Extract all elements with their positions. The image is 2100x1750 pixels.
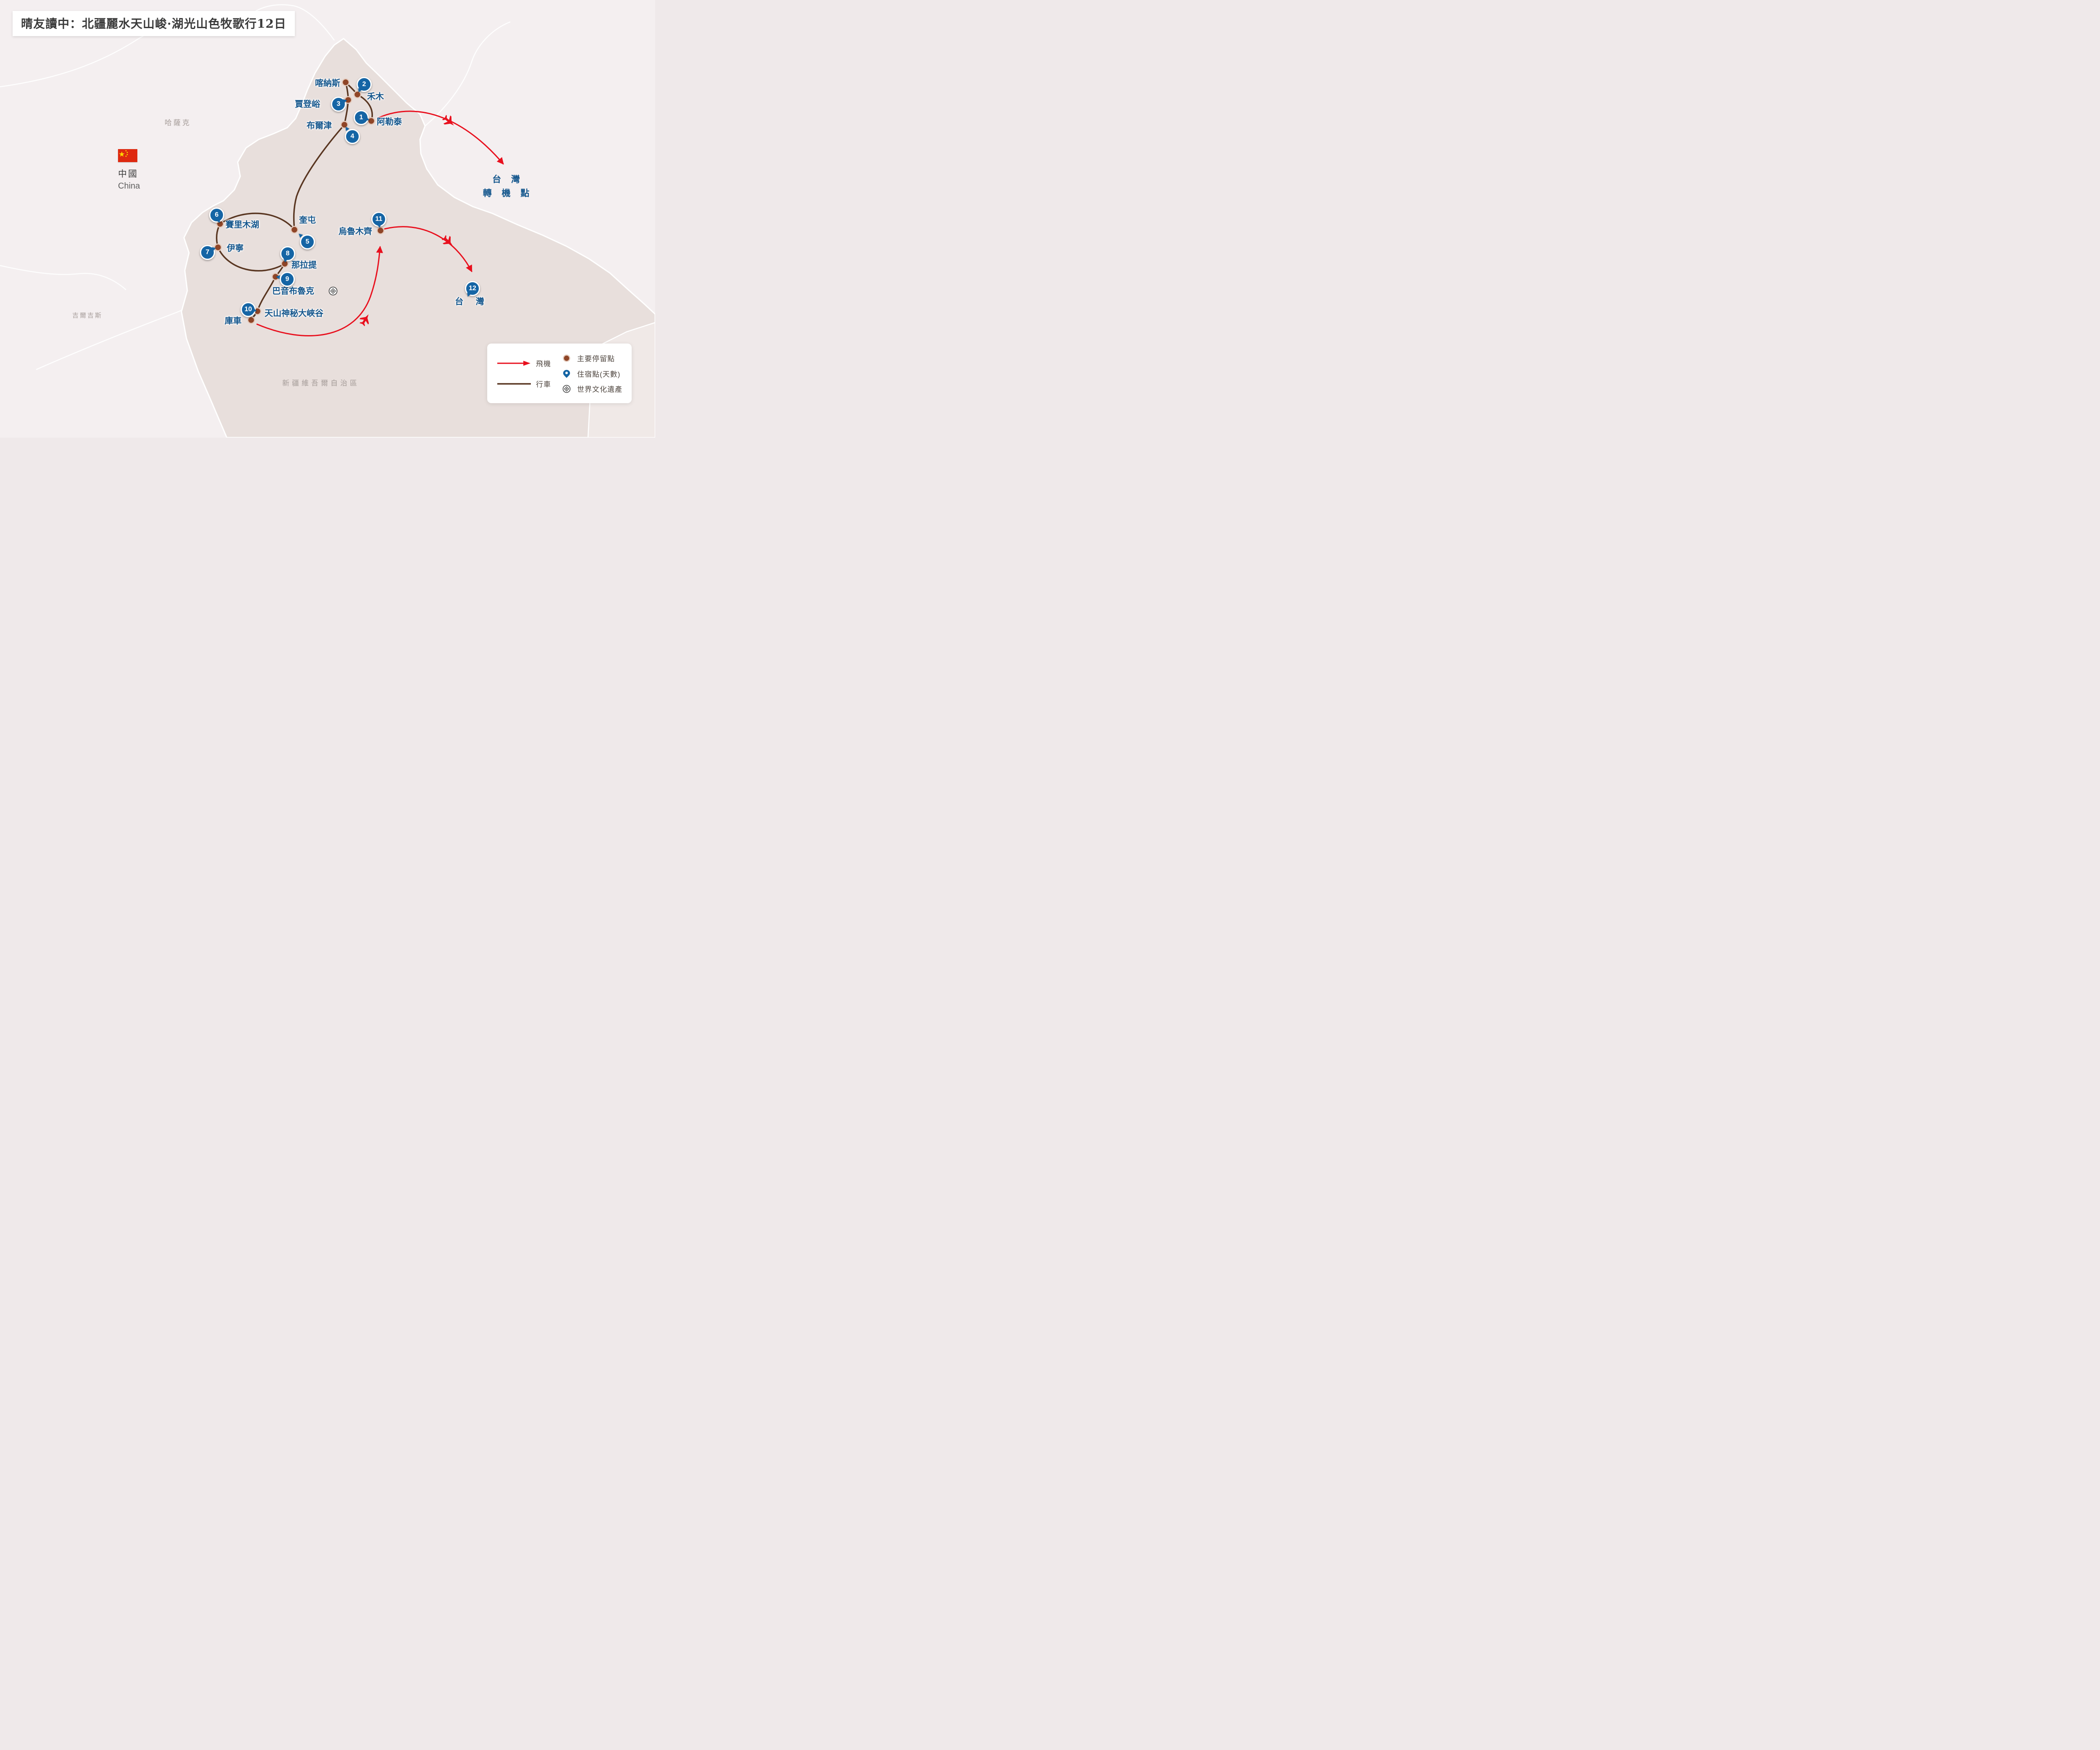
- stay-pin-2: 2: [357, 77, 372, 93]
- legend-plane-label: 飛機: [536, 360, 551, 368]
- taiwan-transfer-note: 台 灣 轉 機 點: [483, 173, 530, 200]
- city-label-sayram: 賽里木湖: [226, 220, 259, 230]
- legend-stop-label: 主要停留點: [577, 355, 615, 363]
- city-label-burqin: 布爾津: [307, 121, 332, 131]
- legend-item-stay: 住宿點(天數): [561, 368, 626, 379]
- legend-item-plane: 飛機: [497, 358, 561, 368]
- city-label-yining: 伊寧: [227, 244, 244, 253]
- taiwan-transfer-line2: 轉 機 點: [483, 188, 530, 198]
- stop-dot-nalati: [281, 260, 289, 268]
- stay-pin-1: 1: [354, 110, 370, 125]
- legend-item-stop: 主要停留點: [561, 353, 626, 363]
- stop-dot-icon: [563, 354, 570, 362]
- city-label-jiadengyu: 賈登峪: [295, 100, 320, 109]
- city-label-hemu: 禾木: [367, 92, 384, 102]
- city-label-taiwan: 台 灣: [455, 297, 484, 307]
- pin-number: 1: [359, 114, 363, 121]
- taiwan-transfer-line1: 台 灣: [492, 175, 520, 184]
- pin-number: 3: [336, 100, 341, 108]
- stop-dot-kuytun: [290, 226, 299, 234]
- stay-pin-5: 5: [297, 232, 315, 249]
- flight-route: [256, 110, 504, 336]
- pin-number: 2: [362, 81, 366, 88]
- plane-icon: [442, 115, 454, 126]
- plane-icon: [441, 235, 453, 246]
- legend-right-column: 主要停留點 住宿點(天數) 世界文化遺產: [561, 353, 626, 394]
- legend-left-column: 飛機 行車: [497, 358, 561, 389]
- pin-number: 10: [244, 306, 252, 313]
- itinerary-map: 晴友讀中：北疆麗水天山峻·湖光山色牧歌行12日 哈薩克 吉爾吉斯 新疆維吾爾自治…: [0, 0, 655, 438]
- stay-pin-7: 7: [200, 245, 217, 260]
- region-label-xinjiang: 新疆維吾爾自治區: [282, 379, 360, 387]
- stay-pin-4: 4: [344, 126, 360, 144]
- stay-pin-8: 8: [280, 246, 295, 263]
- stop-dot-bayanbulak: [271, 273, 280, 281]
- stop-dot-burqin: [340, 121, 349, 129]
- china-flag-icon: [118, 149, 137, 162]
- plane-icons: [360, 115, 454, 326]
- city-label-nalati: 那拉提: [291, 260, 317, 270]
- stop-dot-altay: [367, 117, 375, 125]
- flight-arrow-icon: [497, 360, 530, 366]
- stay-pin-6: 6: [209, 207, 224, 224]
- stop-dot-urumqi: [376, 226, 385, 235]
- legend-heritage-label: 世界文化遺產: [577, 386, 622, 394]
- world-heritage-icon: [328, 286, 338, 296]
- pin-number: 5: [305, 238, 310, 245]
- pin-number: 4: [350, 133, 354, 140]
- region-label-kyrgyzstan: 吉爾吉斯: [72, 312, 103, 319]
- world-heritage-icon: [562, 385, 571, 393]
- stay-pin-icon: [562, 369, 571, 379]
- legend-item-drive: 行車: [497, 378, 561, 389]
- city-label-kanas: 喀納斯: [315, 79, 340, 88]
- stay-pin-11: 11: [371, 212, 386, 228]
- pin-number: 9: [285, 275, 289, 283]
- china-label-cn: 中國: [118, 169, 138, 179]
- city-label-canyon: 天山神秘大峽谷: [265, 309, 323, 318]
- china-label-block: 中國 China: [118, 149, 140, 191]
- pin-number: 8: [286, 250, 290, 257]
- stop-dot-hemu: [353, 90, 362, 99]
- plane-icon: [360, 314, 369, 326]
- region-label-kazakhstan: 哈薩克: [165, 119, 191, 127]
- page-title: 晴友讀中：北疆麗水天山峻·湖光山色牧歌行12日: [13, 11, 295, 36]
- pin-number: 12: [469, 285, 476, 292]
- pin-number: 6: [215, 211, 219, 218]
- legend: 飛機 行車 主要停留點 住宿點(天數): [487, 344, 632, 403]
- map-canvas: [0, 0, 655, 438]
- drive-line-icon: [497, 383, 531, 385]
- stop-dot-yining: [214, 243, 222, 252]
- city-label-urumqi: 烏魯木齊: [339, 227, 372, 236]
- city-label-altay: 阿勒泰: [377, 117, 402, 127]
- city-label-bayanbulak: 巴音布魯克: [272, 286, 314, 296]
- legend-item-heritage: 世界文化遺產: [561, 383, 626, 394]
- stay-pin-9: 9: [276, 272, 295, 287]
- stop-dot-kanas: [341, 78, 350, 87]
- city-label-kuqa: 庫車: [225, 316, 242, 326]
- stay-pin-10: 10: [241, 302, 257, 317]
- pin-number: 11: [375, 215, 383, 223]
- stay-pin-12: 12: [465, 281, 480, 298]
- legend-drive-label: 行車: [536, 380, 551, 388]
- china-label-en: China: [118, 181, 140, 191]
- xinjiang-region-shape: [181, 38, 655, 438]
- stay-pin-3: 3: [331, 97, 348, 112]
- legend-stay-label: 住宿點(天數): [577, 370, 621, 378]
- stop-dot-kuqa: [247, 316, 255, 324]
- city-label-kuytun: 奎屯: [299, 215, 316, 225]
- pin-number: 7: [205, 249, 210, 256]
